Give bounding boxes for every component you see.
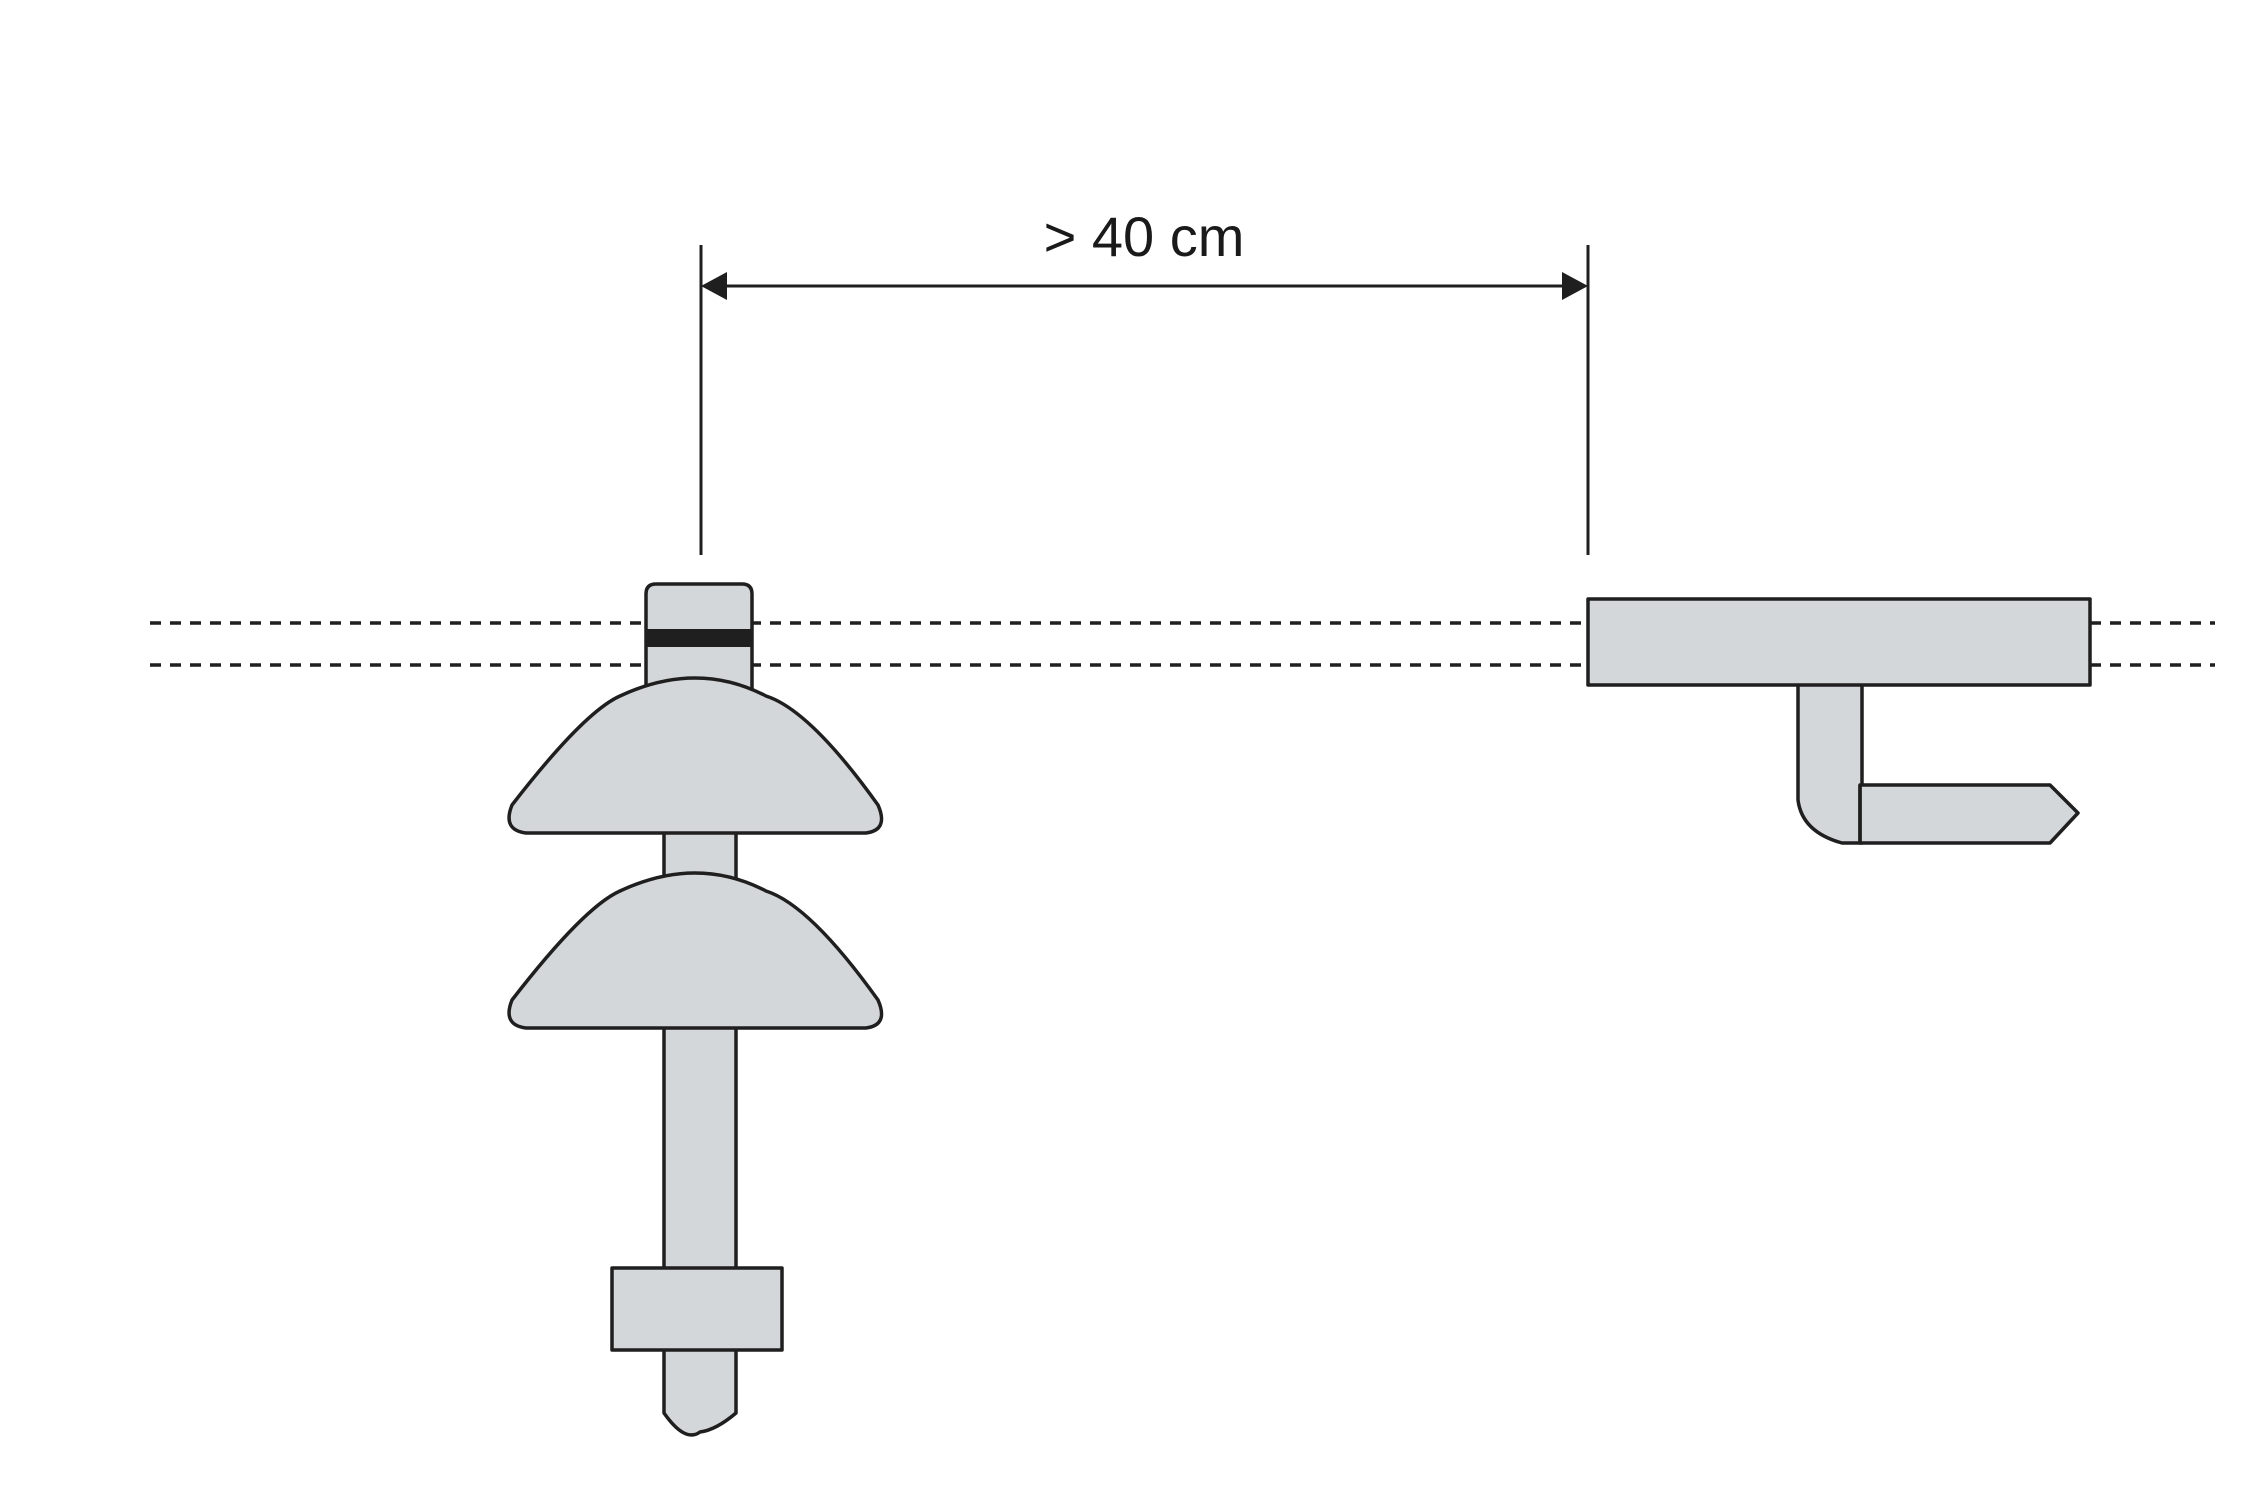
post-insulator [507,582,884,1437]
arrowhead-left [701,272,727,300]
bracket-crossarm [1586,597,2092,687]
distance-label: > 40 cm [1044,205,1245,268]
bracket-hook-tip [1858,783,2080,845]
arrowhead-right [1562,272,1588,300]
insulator-shed-upper [507,676,884,835]
insulator-binding-band [646,629,752,647]
bracket-assembly [1586,597,2092,845]
dimension-line [699,245,1590,555]
bracket-vertical-arm [1796,682,1864,845]
insulator-rod-bottom [662,1023,738,1437]
insulator-shed-lower [507,871,884,1030]
insulator-clamp-block [610,1266,784,1352]
